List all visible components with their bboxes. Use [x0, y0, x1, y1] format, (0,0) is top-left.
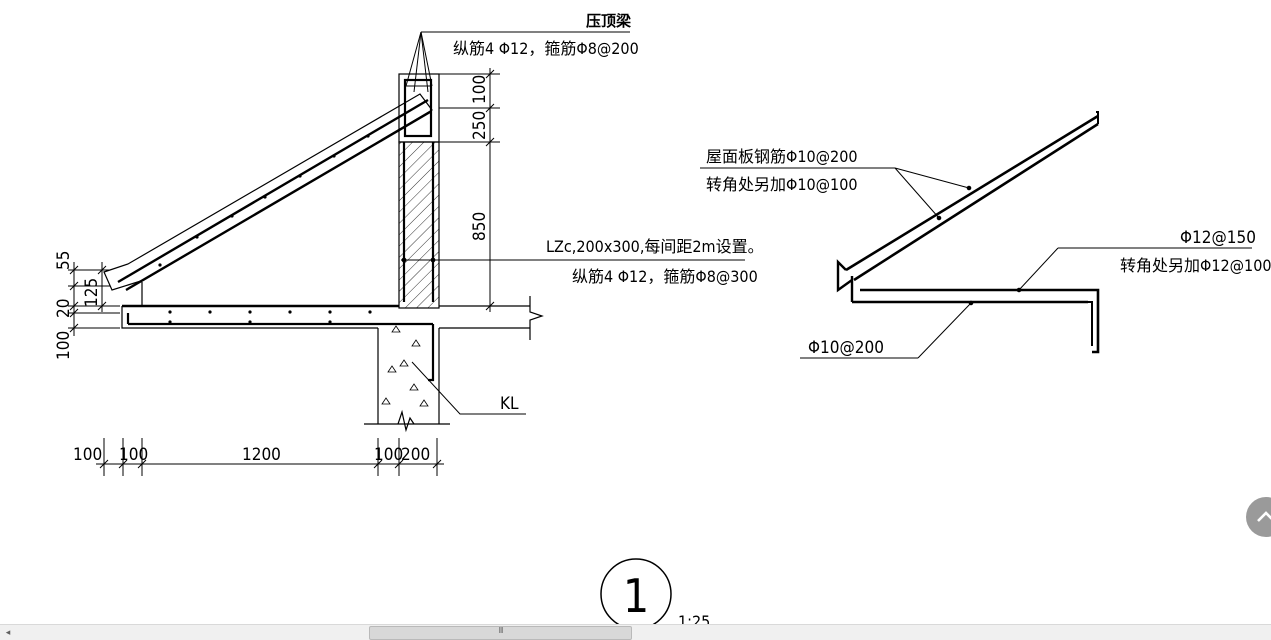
detail-number-symbol: 1 1:25: [600, 558, 710, 624]
slab-rebar-corner-label: 转角处另加Φ12@100: [1120, 256, 1271, 275]
dim-left-55: 55: [54, 251, 74, 270]
kl-beam-tag: KL: [500, 394, 519, 414]
dim-right-100: 100: [470, 75, 490, 104]
right-rebar-detail: [700, 111, 1252, 359]
detail-scale: 1:25: [678, 612, 710, 624]
arrow-left-icon[interactable]: ◂: [5, 628, 11, 638]
dim-right-250: 250: [470, 111, 490, 140]
detail-number: 1: [623, 569, 649, 623]
crown-beam-label: 压顶梁: [586, 12, 632, 30]
horizontal-scrollbar[interactable]: ◂ III: [0, 624, 1271, 640]
left-section-detail: [68, 31, 745, 476]
dim-bottom-200: 200: [401, 445, 430, 465]
dim-bottom-1200: 1200: [242, 445, 281, 465]
dim-bottom-100-b: 100: [119, 445, 148, 465]
dim-left-100: 100: [54, 331, 74, 360]
column-spec-label: LZc,200x300,每间距2m设置。: [546, 237, 764, 256]
dim-right-850: 850: [470, 212, 490, 241]
dim-bottom-100-a: 100: [73, 445, 102, 465]
roof-rebar-corner-label: 转角处另加Φ10@100: [706, 175, 858, 194]
roof-rebar-label: 屋面板钢筋Φ10@200: [706, 147, 858, 166]
column-rebar-label: 纵筋4 Φ12，箍筋Φ8@300: [572, 267, 758, 286]
dim-bottom-100-c: 100: [374, 445, 403, 465]
scroll-to-top-button[interactable]: [1246, 497, 1271, 537]
cad-drawing: 压顶梁 纵筋4 Φ12，箍筋Φ8@200 LZc,200x300,每间距2m设置…: [54, 12, 1271, 624]
dim-left-125: 125: [82, 278, 102, 307]
bottom-rebar-label: Φ10@200: [808, 338, 884, 358]
dim-left-20: 20: [54, 299, 74, 318]
chevron-up-icon: [1257, 511, 1271, 522]
slab-rebar-label: Φ12@150: [1180, 228, 1256, 248]
crown-beam-rebar-label: 纵筋4 Φ12，箍筋Φ8@200: [453, 39, 639, 58]
scrollbar-thumb[interactable]: III: [369, 626, 632, 640]
scrollbar-grip: III: [498, 626, 503, 635]
